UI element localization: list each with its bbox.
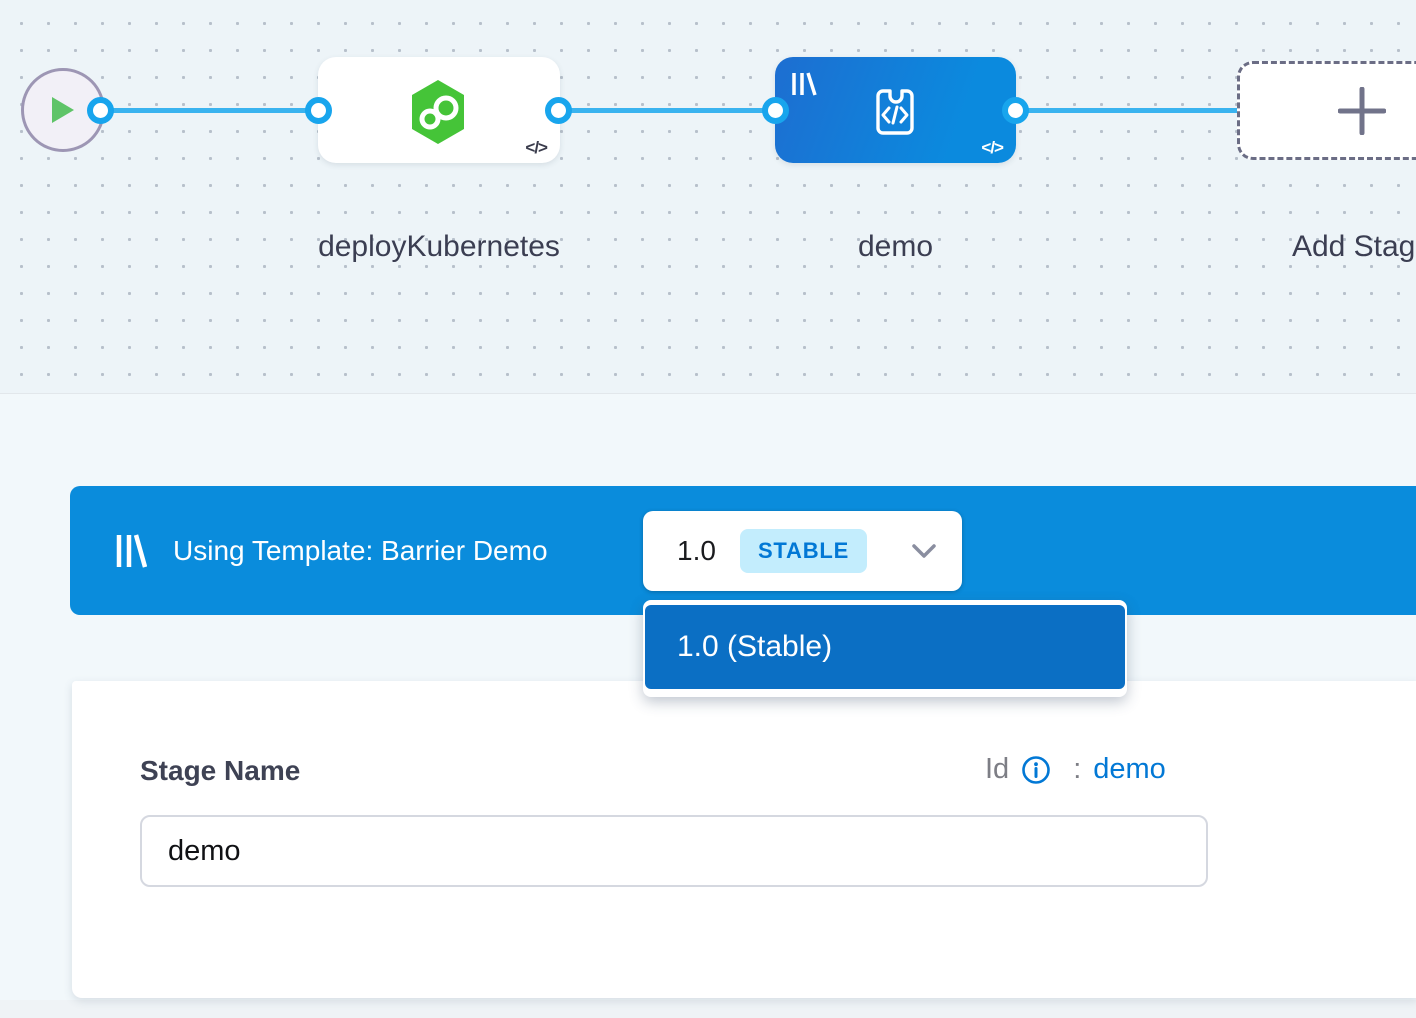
stage-name-input[interactable]: [140, 815, 1208, 887]
stage-name-label: Stage Name: [140, 755, 301, 786]
pipeline-canvas[interactable]: </> </> deplo: [0, 0, 1416, 394]
stage-overview-panel: Stage Name Id : demo: [72, 681, 1416, 998]
stage-node-deploykubernetes[interactable]: </>: [318, 57, 560, 163]
info-icon[interactable]: [1021, 755, 1051, 785]
connector-start-out[interactable]: [87, 97, 114, 124]
edge-start-to-stage1: [100, 108, 318, 113]
stage-id-row: Id : demo: [985, 753, 1166, 786]
chevron-down-icon: [912, 543, 936, 558]
add-stage-label: Add Stage: [1291, 230, 1416, 263]
add-stage-button[interactable]: [1237, 61, 1416, 160]
id-label: Id: [985, 753, 1010, 785]
play-icon: [52, 97, 74, 123]
stage-id-value[interactable]: demo: [1093, 753, 1166, 785]
page-bottom-strip: [0, 1000, 1416, 1018]
edge-stage2-to-add: [1015, 108, 1237, 113]
stage-label-demo: demo: [857, 230, 934, 263]
id-separator: :: [1073, 753, 1082, 785]
connector-stage1-in[interactable]: [305, 97, 332, 124]
version-dropdown-menu: 1.0 (Stable): [643, 600, 1127, 697]
stage-node-demo[interactable]: </>: [775, 57, 1016, 163]
template-version-number: 1.0: [677, 535, 716, 566]
stable-version-badge: STABLE: [739, 529, 868, 573]
template-version-selector[interactable]: 1.0 STABLE: [643, 511, 962, 591]
connector-stage1-out[interactable]: [545, 97, 572, 124]
edge-stage1-to-stage2: [558, 108, 775, 113]
template-badge-icon: [791, 71, 817, 102]
using-template-banner: Using Template: Barrier Demo 1.0 STABLE: [70, 486, 1416, 615]
yaml-code-toggle-icon[interactable]: </>: [981, 138, 1004, 157]
kubernetes-deploy-icon: [406, 79, 470, 150]
connector-stage2-in[interactable]: [762, 97, 789, 124]
custom-stage-icon: [862, 77, 928, 148]
yaml-code-toggle-icon[interactable]: </>: [525, 138, 548, 157]
using-template-text: Using Template: Barrier Demo: [173, 534, 548, 566]
connector-stage2-out[interactable]: [1002, 97, 1029, 124]
stage-label-deploykubernetes: deployKubernetes: [318, 230, 560, 263]
plus-icon: [1338, 86, 1386, 135]
version-dropdown-item[interactable]: 1.0 (Stable): [645, 605, 1125, 689]
template-library-icon: [116, 533, 147, 568]
